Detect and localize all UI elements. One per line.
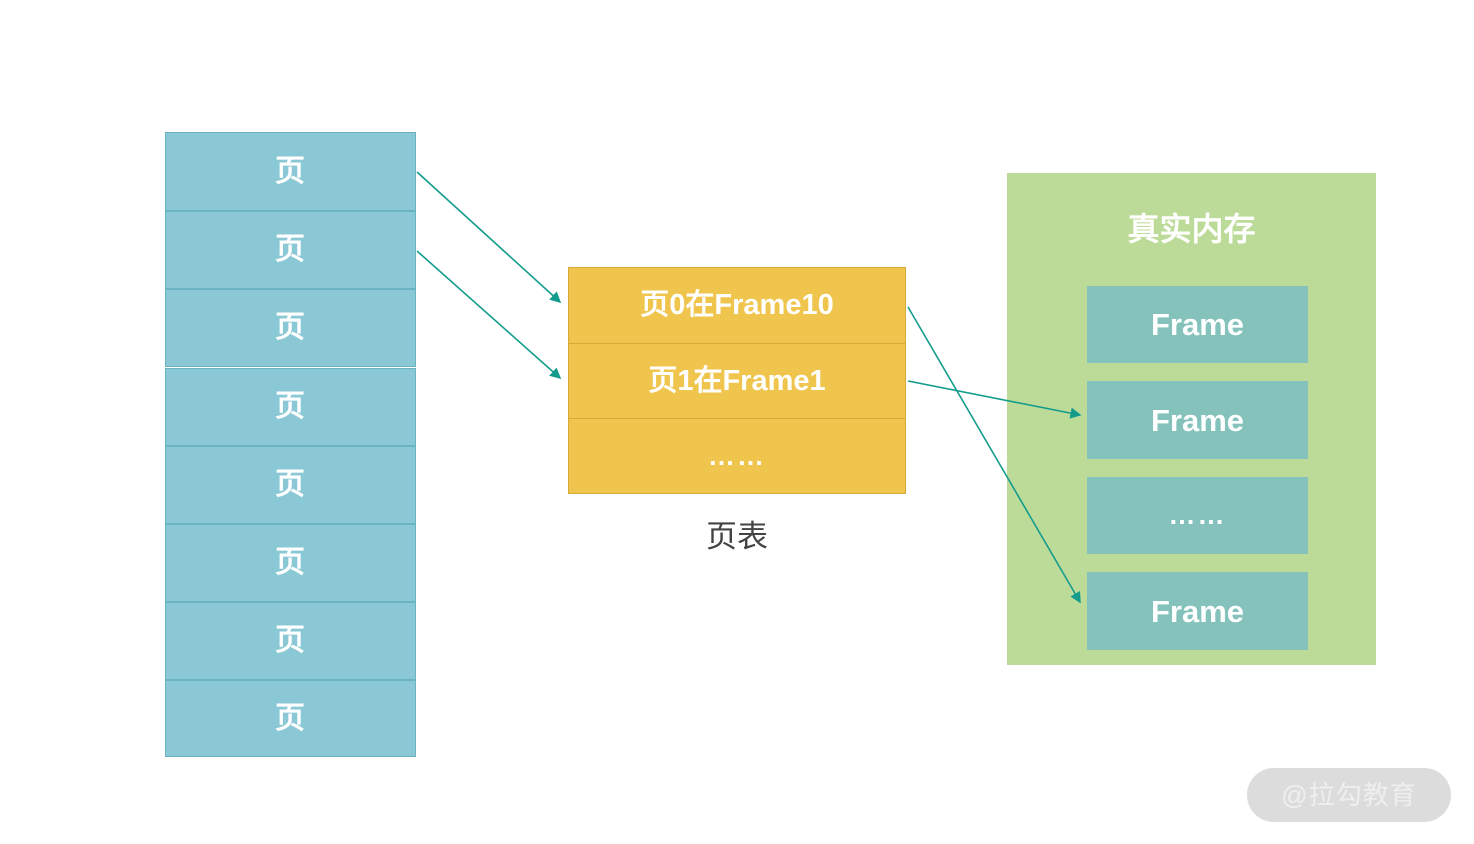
arrow-page1-to-pagetable-row1 xyxy=(416,250,562,380)
page-box: 页 xyxy=(165,368,416,446)
frame-box-label: Frame xyxy=(1150,593,1245,629)
page-box-label: 页 xyxy=(275,468,306,501)
frame-box-label: Frame xyxy=(1150,307,1245,342)
frame-box: Frame xyxy=(1087,381,1308,459)
page-box-label: 页 xyxy=(275,233,306,266)
page-table-row: 页1在Frame1 xyxy=(569,344,905,419)
page-box-label: 页 xyxy=(275,546,306,579)
page-box-label: 页 xyxy=(275,701,306,735)
page-table-row: …… xyxy=(569,419,905,493)
page-box: 页 xyxy=(165,680,416,757)
page-table-row-label: …… xyxy=(708,440,766,471)
watermark: @拉勾教育 xyxy=(1247,768,1451,822)
page-box-label: 页 xyxy=(275,311,306,344)
frame-box: Frame xyxy=(1087,286,1308,363)
page-table-caption: 页表 xyxy=(706,519,768,554)
page-box: 页 xyxy=(165,602,416,680)
frame-box: …… xyxy=(1087,477,1308,554)
page-box: 页 xyxy=(165,211,416,289)
page-box: 页 xyxy=(165,524,416,602)
page-box: 页 xyxy=(165,132,416,211)
pages-column: 页 页 页 页 页 页 页 页 xyxy=(165,132,416,757)
page-box-label: 页 xyxy=(275,624,306,657)
memory-panel-title: 真实内存 xyxy=(1127,211,1256,247)
page-box-label: 页 xyxy=(275,154,306,188)
page-box: 页 xyxy=(165,289,416,367)
page-table-row-label: 页0在Frame10 xyxy=(640,289,834,321)
page-box-label: 页 xyxy=(275,390,306,423)
frame-box-label: Frame xyxy=(1150,402,1245,438)
watermark-label: @拉勾教育 xyxy=(1281,780,1417,810)
page-table-row: 页0在Frame10 xyxy=(569,268,905,344)
page-box: 页 xyxy=(165,446,416,524)
memory-panel: 真实内存 Frame Frame …… Frame xyxy=(1007,173,1376,665)
arrow-page0-to-pagetable-row0 xyxy=(416,171,562,304)
page-table: 页0在Frame10 页1在Frame1 …… xyxy=(568,267,906,494)
frame-box-label: …… xyxy=(1168,500,1227,530)
page-table-row-label: 页1在Frame1 xyxy=(648,364,826,397)
frame-box: Frame xyxy=(1087,572,1308,650)
